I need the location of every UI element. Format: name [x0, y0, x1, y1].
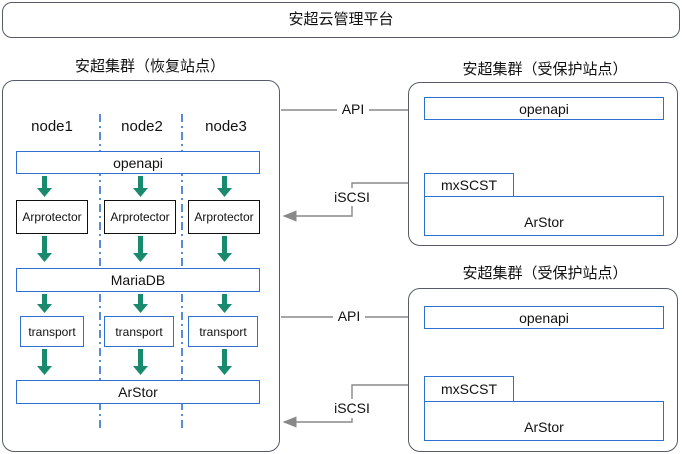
protected2-arstor-label: ArStor — [524, 419, 564, 435]
recovery-down-arrows — [37, 176, 232, 375]
arprotector-node2: Arprotector — [104, 200, 176, 234]
transport-node3: transport — [188, 316, 258, 347]
iscsi-arrow-1 — [282, 206, 353, 222]
protected1-arstor-box: ArStor — [424, 196, 664, 236]
iscsi-label-2: iSCSI — [334, 400, 370, 416]
iscsi-line-1 — [351, 182, 424, 188]
node1-label: node1 — [31, 118, 73, 135]
node3-label: node3 — [205, 118, 247, 135]
mariadb-box: MariaDB — [16, 268, 260, 292]
protected2-arstor-box: ArStor — [424, 401, 664, 441]
api-label-2: API — [337, 308, 361, 324]
platform-bar: 安超云管理平台 — [2, 2, 680, 38]
node2-label: node2 — [121, 118, 163, 135]
recovery-arstor-box: ArStor — [16, 380, 260, 404]
recovery-cluster-title: 安超集群（恢复站点） — [74, 58, 225, 75]
protected-cluster-2-title: 安超集群（受保护站点） — [462, 265, 628, 282]
transport-node2: transport — [104, 316, 174, 347]
arprotector-node3: Arprotector — [188, 200, 260, 234]
protected1-arstor-label: ArStor — [524, 214, 564, 230]
iscsi-line-2 — [351, 384, 424, 399]
api-label-1: API — [341, 101, 365, 117]
protected2-mxscst-box: mxSCST — [424, 376, 514, 402]
iscsi-label-1: iSCSI — [334, 189, 370, 205]
iscsi-arrow-2 — [282, 416, 353, 428]
recovery-openapi-box: openapi — [16, 151, 260, 174]
protected2-openapi-box: openapi — [424, 306, 664, 329]
platform-title: 安超云管理平台 — [288, 11, 394, 28]
protected1-mxscst-box: mxSCST — [424, 173, 514, 197]
protected-cluster-1-title: 安超集群（受保护站点） — [462, 61, 628, 78]
transport-node1: transport — [20, 316, 84, 347]
arprotector-node1: Arprotector — [16, 200, 88, 234]
protected1-openapi-box: openapi — [424, 97, 664, 120]
